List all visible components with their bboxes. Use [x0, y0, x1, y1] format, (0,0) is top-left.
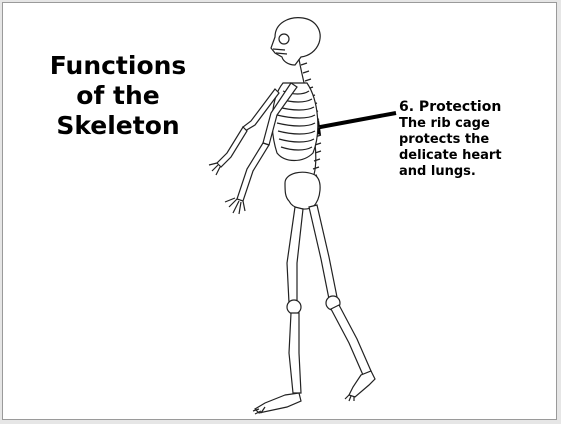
annotation-line-1: The rib cage — [399, 116, 549, 132]
skull — [271, 18, 320, 65]
protection-annotation: 6. Protection The rib cage protects the … — [399, 99, 549, 180]
leg-front — [253, 207, 303, 414]
annotation-heading: 6. Protection — [399, 99, 549, 115]
annotation-line-2: protects the — [399, 132, 549, 148]
pelvis — [285, 172, 320, 209]
annotation-line-4: and lungs. — [399, 164, 549, 180]
skeleton-illustration — [3, 3, 558, 421]
slide: Functions of the Skeleton — [2, 2, 557, 420]
skeleton — [209, 18, 375, 414]
annotation-line-3: delicate heart — [399, 148, 549, 164]
rib-cage — [272, 83, 318, 161]
leg-back — [309, 205, 375, 401]
